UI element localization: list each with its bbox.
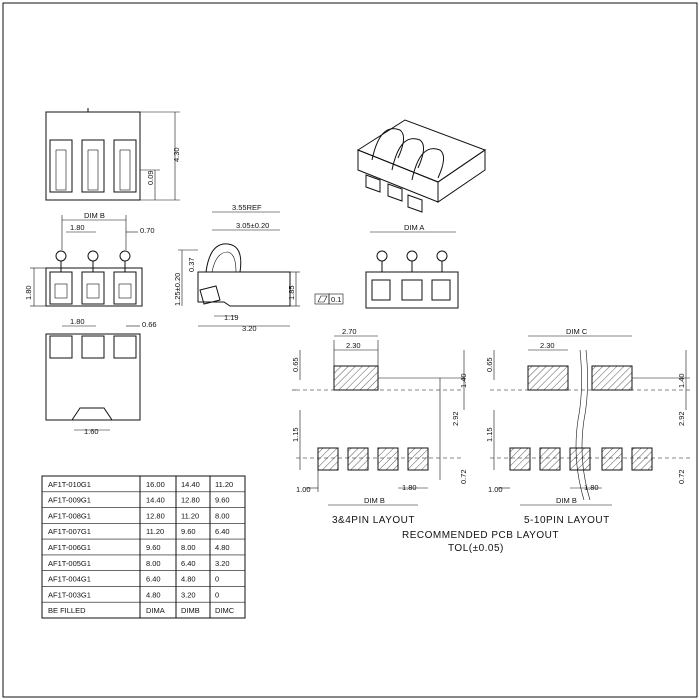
- top-offset-dim: 0.09: [146, 170, 155, 185]
- table-cell: AF1T-005G1: [48, 559, 91, 568]
- table-cell: 4.80: [181, 575, 196, 584]
- pcb-right-h1: 0.65: [485, 357, 494, 372]
- pcb-left-w2: 2.30: [346, 341, 361, 350]
- pcb-layout-5-10pin: DIM C 2.30 0.65 1.40 1.15 2.92 0.72 1.00…: [485, 327, 690, 526]
- bottom-view: 1.80 0.66 1.60: [45, 317, 157, 436]
- front-view: DIM B 1.80 0.70 1.80: [24, 211, 155, 307]
- table-cell: 9.60: [146, 543, 161, 552]
- table-cell: 16.00: [146, 480, 165, 489]
- pcb-left-h2: 1.40: [459, 373, 468, 388]
- pcb-right-h3: 1.15: [485, 427, 494, 442]
- table-cell: 0: [215, 590, 219, 599]
- side-len-dim: 3.20: [242, 324, 257, 333]
- table-cell: 9.60: [215, 496, 230, 505]
- pcb-left-h3: 1.15: [291, 427, 300, 442]
- pcb-right-dimb: DIM B: [556, 496, 577, 505]
- table-cell: AF1T-003G1: [48, 590, 91, 599]
- table-cell: 8.00: [181, 543, 196, 552]
- bottom-pinw-dim: 0.66: [142, 320, 157, 329]
- table-cell: AF1T-010G1: [48, 480, 91, 489]
- table-cell: AF1T-007G1: [48, 527, 91, 536]
- table-header-cell: DIMB: [181, 606, 200, 615]
- table-cell: AF1T-006G1: [48, 543, 91, 552]
- side-total-dim: 3.55REF: [232, 203, 262, 212]
- pcb-right-w2: 2.30: [540, 341, 555, 350]
- table-cell: 6.40: [181, 559, 196, 568]
- table-cell: 3.20: [215, 559, 230, 568]
- pcb-title: RECOMMENDED PCB LAYOUT: [402, 530, 559, 541]
- pcb-left-dimb: DIM B: [364, 496, 385, 505]
- pcb-left-w1: 2.70: [342, 327, 357, 336]
- table-cell: 6.40: [215, 527, 230, 536]
- pcb-right-p1: 1.00: [488, 485, 503, 494]
- side-h1-dim: 1.25±0.20: [173, 273, 182, 306]
- front-pitch-dim: 1.80: [70, 223, 85, 232]
- pcb-right-h4: 2.92: [677, 411, 686, 426]
- table-cell: AF1T-009G1: [48, 496, 91, 505]
- top-view: 4.30 0.09: [45, 108, 181, 201]
- pcb-right-p2: 1.80: [584, 483, 599, 492]
- table-cell: 12.80: [181, 496, 200, 505]
- table-cell: 0: [215, 575, 219, 584]
- side-h3-dim: 1.85: [287, 285, 296, 300]
- rear-view: DIM A: [365, 223, 459, 309]
- table-cell: 11.20: [181, 511, 199, 520]
- table-cell: 14.40: [146, 496, 165, 505]
- side-base-dim: 1.19: [224, 313, 239, 322]
- bottom-pitch-dim: 1.80: [70, 317, 85, 326]
- side-depth-dim: 3.05±0.20: [236, 221, 269, 230]
- table-cell: 6.40: [146, 575, 161, 584]
- bottom-width-dim: 1.60: [84, 427, 99, 436]
- pcb-left-caption: 3&4PIN LAYOUT: [332, 515, 415, 526]
- table-cell: 8.00: [146, 559, 161, 568]
- pcb-right-caption: 5-10PIN LAYOUT: [524, 515, 610, 526]
- table-cell: 4.80: [146, 590, 161, 599]
- pcb-right-h2: 1.40: [677, 373, 686, 388]
- table-header-cell: DIMC: [215, 606, 235, 615]
- table-cell: 9.60: [181, 527, 196, 536]
- pcb-tolerance: TOL(±0.05): [448, 543, 504, 554]
- table-header-cell: DIMA: [146, 606, 165, 615]
- table-cell: AF1T-004G1: [48, 575, 91, 584]
- top-height-dim: 4.30: [172, 147, 181, 162]
- table-cell: 11.20: [215, 480, 233, 489]
- pcb-left-h4: 2.92: [451, 411, 460, 426]
- rear-dima-label: DIM A: [404, 223, 424, 232]
- side-h2-dim: 0.37: [187, 257, 196, 272]
- iso-view: [356, 119, 487, 213]
- table-cell: AF1T-008G1: [48, 511, 91, 520]
- pcb-right-dimc: DIM C: [566, 327, 588, 336]
- front-height-dim: 1.80: [24, 285, 33, 300]
- pcb-left-p2: 1.80: [402, 483, 417, 492]
- front-dimb-label: DIM B: [84, 211, 105, 220]
- table-cell: 3.20: [181, 590, 196, 599]
- pcb-left-h1: 0.65: [291, 357, 300, 372]
- front-pinw-dim: 0.70: [140, 226, 155, 235]
- side-flatness: 0.1: [331, 295, 341, 304]
- table-cell: 4.80: [215, 543, 230, 552]
- side-view: 3.55REF 3.05±0.20 1.25±0.20 0.37 1.85 0.…: [173, 203, 344, 333]
- table-header-cell: BE FILLED: [48, 606, 86, 615]
- pcb-left-p1: 1.00: [296, 485, 311, 494]
- table-cell: 11.20: [146, 527, 164, 536]
- pcb-layout-3-4pin: 2.70 2.30 0.65 1.40 1.15 2.92 0.72 1.00 …: [291, 327, 468, 526]
- table-cell: 8.00: [215, 511, 230, 520]
- pcb-right-h5: 0.72: [677, 469, 686, 484]
- pcb-left-h5: 0.72: [459, 469, 468, 484]
- table-cell: 14.40: [181, 480, 200, 489]
- table-cell: 12.80: [146, 511, 165, 520]
